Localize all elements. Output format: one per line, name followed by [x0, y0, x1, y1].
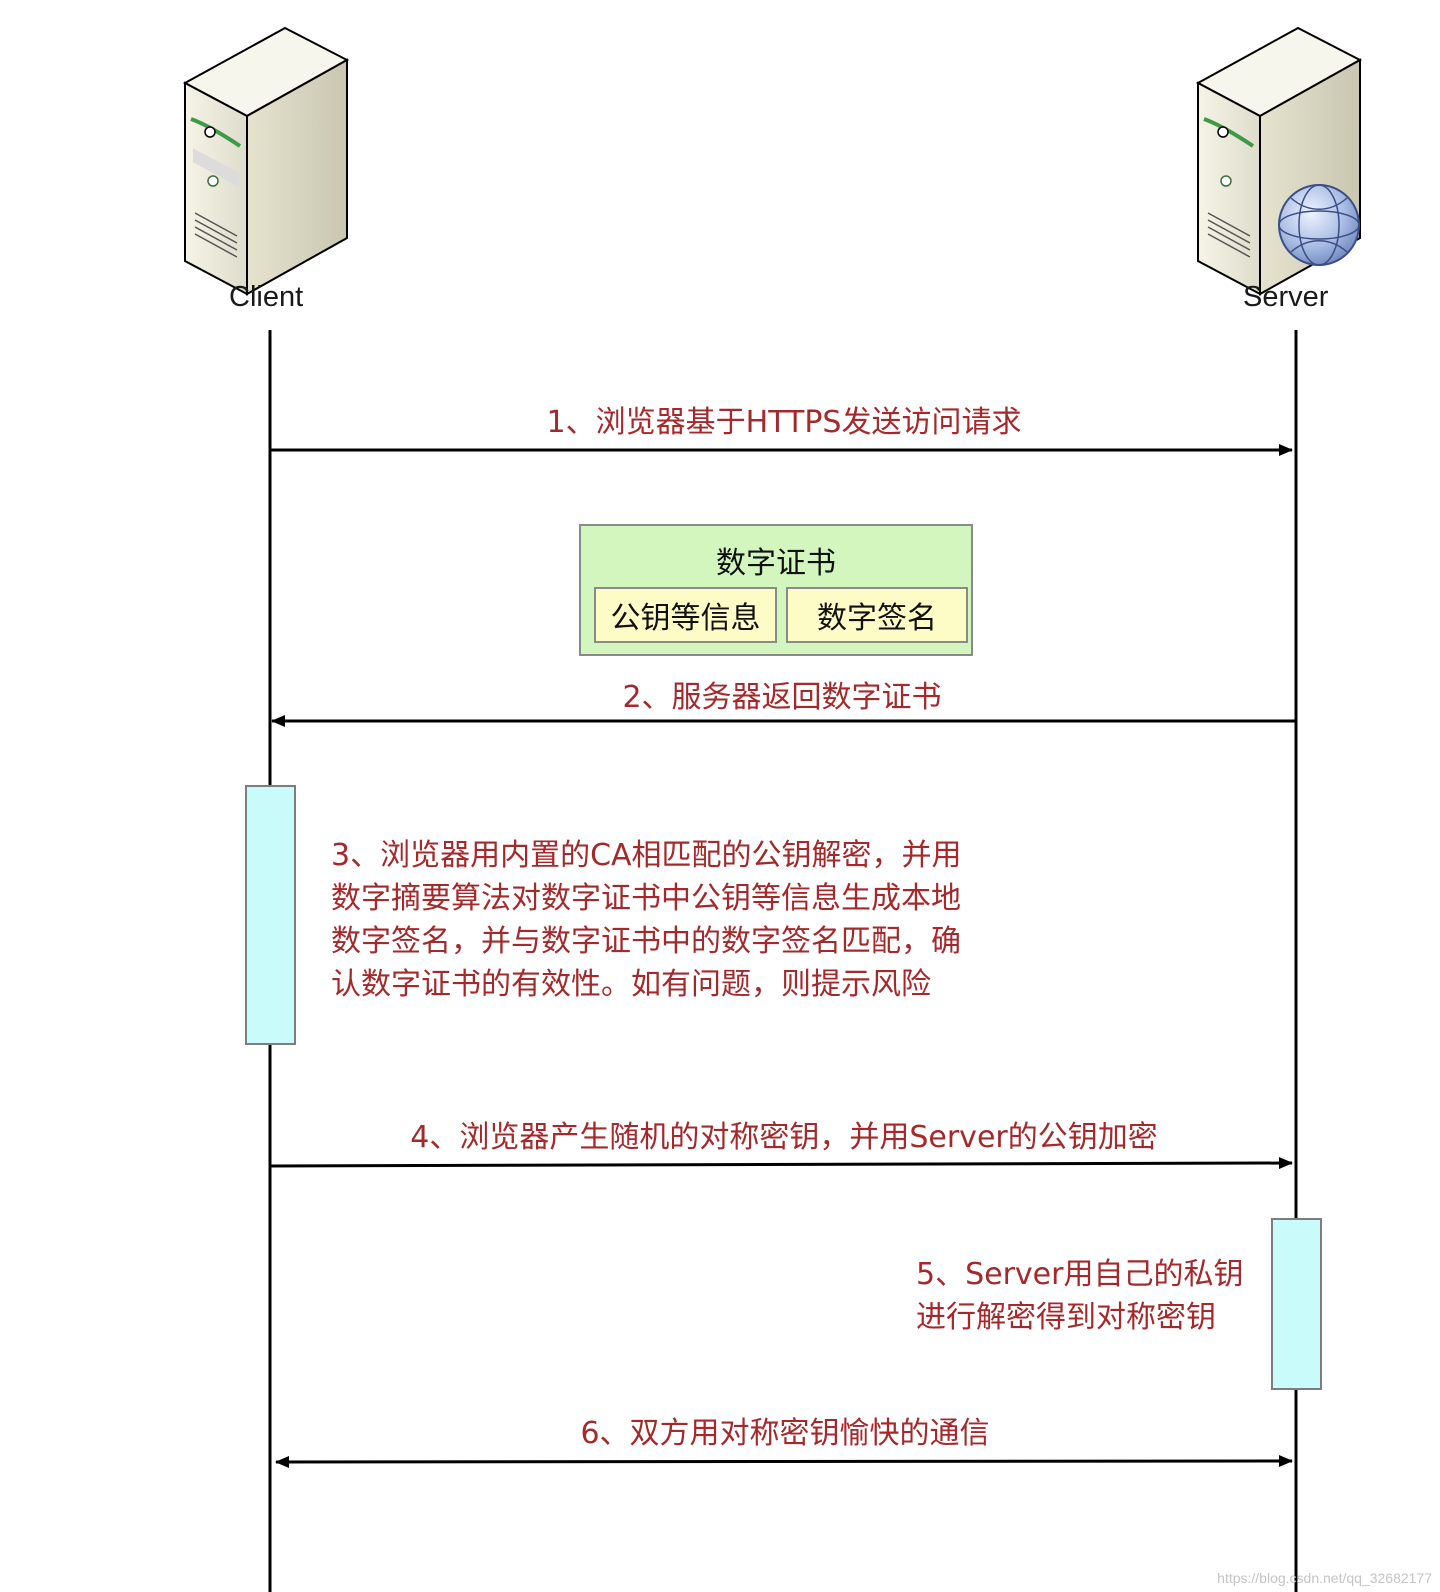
- client-label: Client: [229, 281, 304, 313]
- client-activation-box: [245, 785, 296, 1045]
- message-2: 2、服务器返回数字证书: [622, 680, 942, 715]
- server-tower-globe-icon: [1195, 26, 1363, 296]
- arrow-key-exchange: [269, 1157, 1293, 1170]
- message-1: 1、浏览器基于HTTPS发送访问请求: [546, 405, 1022, 440]
- server-tower-icon: [182, 26, 350, 296]
- arrow-communication: [275, 1455, 1293, 1468]
- message-4: 4、浏览器产生随机的对称密钥，并用Server的公钥加密: [410, 1120, 1158, 1155]
- server-activation-box: [1271, 1218, 1322, 1390]
- certificate-digital-signature: 数字签名: [786, 587, 968, 643]
- certificate-public-key-info: 公钥等信息: [594, 587, 777, 643]
- watermark: https://blog.csdn.net/qq_32682177: [1217, 1570, 1432, 1586]
- certificate-box: 数字证书 公钥等信息 数字签名: [579, 524, 973, 656]
- certificate-title: 数字证书: [716, 546, 836, 581]
- message-6: 6、双方用对称密钥愉快的通信: [580, 1416, 990, 1451]
- server-label: Server: [1243, 281, 1329, 313]
- globe-icon: [1278, 184, 1360, 266]
- message-3: 3、浏览器用内置的CA相匹配的公钥解密，并用 数字摘要算法对数字证书中公钥等信息…: [331, 838, 962, 1002]
- message-5: 5、Server用自己的私钥 进行解密得到对称密钥: [916, 1257, 1244, 1335]
